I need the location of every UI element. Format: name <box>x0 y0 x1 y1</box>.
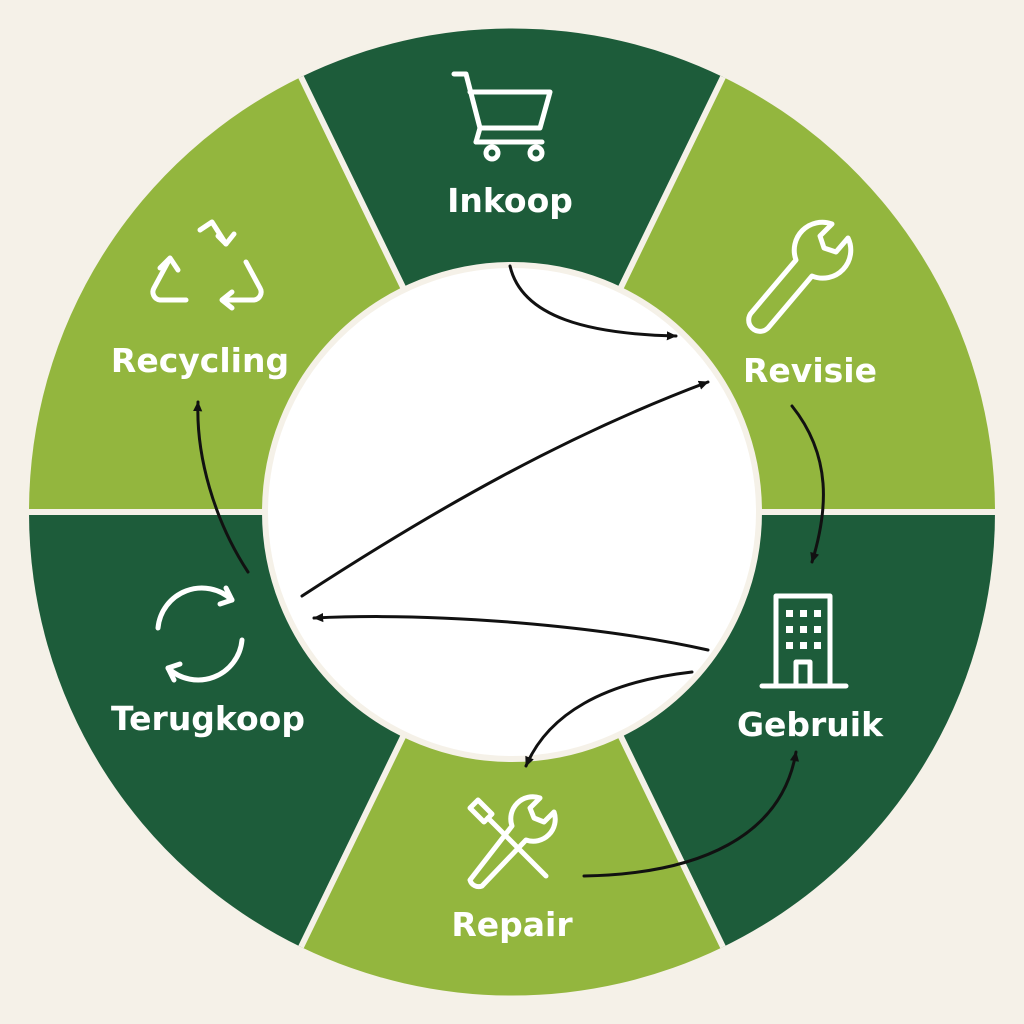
building-windows <box>786 610 821 649</box>
segment-label-revisie: Revisie <box>743 351 877 390</box>
arrow-revisie-to-gebruik <box>790 404 825 564</box>
arrow-repair-to-gebruik <box>582 750 800 878</box>
shopping-cart-icon <box>451 71 553 162</box>
arrow-inkoop-to-revisie <box>508 264 678 341</box>
recycle-icon <box>150 219 264 311</box>
flow-arrows <box>193 264 825 878</box>
segment-label-repair: Repair <box>451 905 573 944</box>
center-disc <box>262 262 762 762</box>
segment-label-inkoop: Inkoop <box>447 181 573 220</box>
arrow-terugkoop-to-revisie <box>300 380 710 598</box>
arrow-center-to-terugkoop <box>312 612 710 652</box>
circular-arrows-icon <box>155 585 245 683</box>
office-building-icon <box>759 593 849 689</box>
crossed-tools-icon <box>467 794 558 890</box>
segment-label-recycling: Recycling <box>111 341 289 380</box>
segment-label-gebruik: Gebruik <box>737 705 884 744</box>
segment-label-terugkoop: Terugkoop <box>111 699 305 738</box>
arrow-terugkoop-to-recycling <box>193 400 250 574</box>
wrench-icon <box>746 219 854 334</box>
arrow-center-to-repair <box>524 670 694 768</box>
